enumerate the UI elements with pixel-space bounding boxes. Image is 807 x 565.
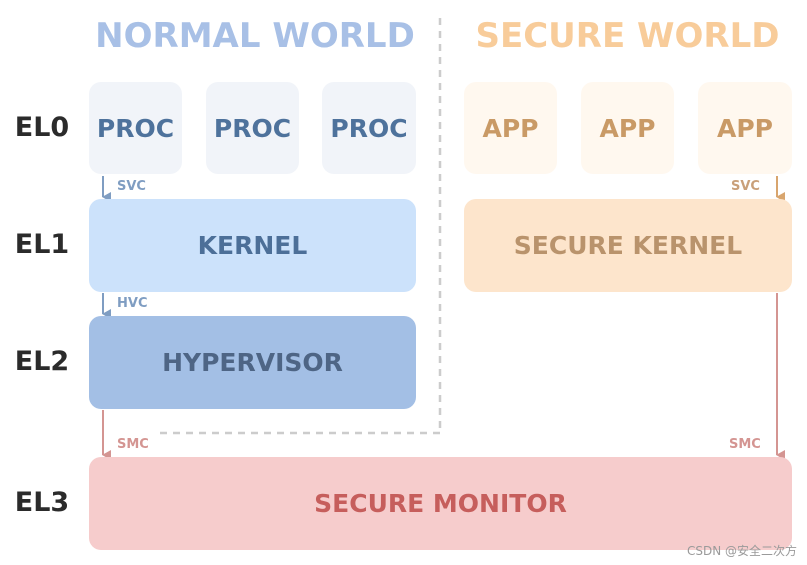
secure-world-title: SECURE WORLD: [475, 16, 780, 56]
smc-secure-label: SMC: [729, 437, 761, 452]
hvc-label: HVC: [117, 296, 148, 311]
proc-box-2: PROC: [206, 82, 299, 174]
el1-label: EL1: [14, 229, 70, 260]
kernel-box: KERNEL: [89, 199, 416, 292]
proc-label: PROC: [330, 113, 408, 143]
proc-box-1: PROC: [89, 82, 182, 174]
world-divider: [160, 18, 442, 435]
svc-secure-label: SVC: [731, 179, 760, 194]
smc-normal-label: SMC: [117, 437, 149, 452]
secure-monitor-label: SECURE MONITOR: [314, 489, 567, 518]
normal-world-title: NORMAL WORLD: [95, 16, 415, 56]
app-label: APP: [599, 113, 656, 143]
app-label: APP: [717, 113, 773, 143]
svc-normal-label: SVC: [117, 179, 146, 194]
secure-kernel-label: SECURE KERNEL: [513, 231, 743, 260]
hypervisor-box: HYPERVISOR: [89, 316, 416, 409]
app-label: APP: [482, 113, 539, 143]
app-box-1: APP: [464, 82, 557, 174]
proc-label: PROC: [96, 113, 175, 143]
el2-label: EL2: [14, 346, 70, 377]
proc-label: PROC: [213, 113, 292, 143]
hypervisor-label: HYPERVISOR: [162, 348, 343, 377]
app-box-3: APP: [698, 82, 792, 174]
kernel-label: KERNEL: [197, 231, 308, 260]
proc-box-3: PROC: [322, 82, 416, 174]
app-box-2: APP: [581, 82, 674, 174]
el3-label: EL3: [14, 487, 70, 518]
el0-label: EL0: [14, 112, 70, 143]
secure-monitor-box: SECURE MONITOR: [89, 457, 792, 550]
secure-kernel-box: SECURE KERNEL: [464, 199, 792, 292]
watermark-text: CSDN @安全二次方: [686, 544, 797, 558]
